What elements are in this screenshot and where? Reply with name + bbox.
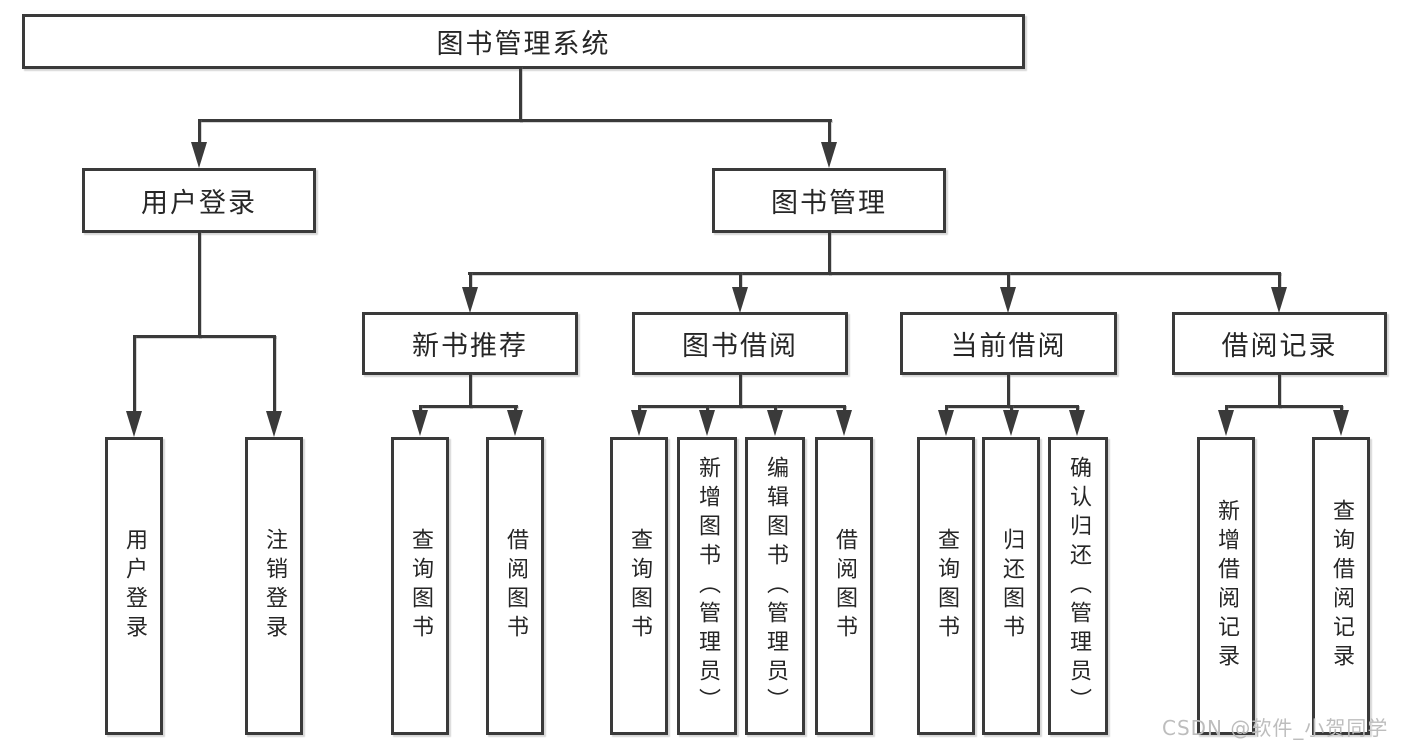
- connector-drop: [739, 272, 742, 289]
- leaf-add-borrow-record: 新增借阅记录: [1197, 437, 1255, 735]
- arrowhead-down-icon: [266, 411, 282, 437]
- node-new-book-recommendation: 新书推荐: [362, 312, 578, 375]
- leaf-logout: 注销登录: [245, 437, 303, 735]
- arrowhead-down-icon: [1271, 287, 1287, 313]
- node-book-borrowing: 图书借阅: [632, 312, 848, 375]
- arrowhead-down-icon: [1069, 410, 1085, 436]
- arrowhead-down-icon: [1003, 410, 1019, 436]
- arrowhead-down-icon: [767, 410, 783, 436]
- connector-stem: [739, 373, 742, 408]
- connector-root-stem: [519, 66, 522, 122]
- arrowhead-down-icon: [462, 287, 478, 313]
- node-label: 新书推荐: [412, 331, 528, 362]
- node-label: 当前借阅: [950, 331, 1067, 362]
- node-label: 图书管理: [771, 188, 887, 219]
- leaf-add-books-admin: 新增图书（管理员）: [677, 437, 737, 735]
- leaf-query-borrow-record: 查询借阅记录: [1312, 437, 1370, 735]
- node-library-management-system: 图书管理系统: [22, 14, 1025, 69]
- leaf-query-books-current: 查询图书: [917, 437, 975, 735]
- connector-book-mgmt-stem: [828, 230, 831, 275]
- connector-user-login-stem: [198, 231, 201, 338]
- arrowhead-down-icon: [732, 287, 748, 313]
- node-user-login: 用户登录: [82, 168, 316, 233]
- connector-stem: [469, 373, 472, 408]
- connector-bar: [638, 405, 846, 408]
- leaf-label: 借阅图书: [503, 528, 528, 644]
- leaf-label: 查询图书: [627, 528, 652, 644]
- leaf-label: 归还图书: [999, 528, 1024, 644]
- connector-user-login-bar: [133, 335, 276, 338]
- leaf-label: 查询借阅记录: [1329, 499, 1354, 673]
- arrowhead-down-icon: [1333, 410, 1349, 436]
- leaf-label: 确认归还（管理员）: [1066, 455, 1091, 717]
- arrowhead-down-icon: [699, 410, 715, 436]
- leaf-return-books: 归还图书: [982, 437, 1040, 735]
- arrowhead-down-icon: [1000, 287, 1016, 313]
- arrowhead-down-icon: [836, 410, 852, 436]
- arrowhead-down-icon: [126, 411, 142, 437]
- arrowhead-down-icon: [191, 142, 207, 168]
- connector-stem: [1278, 373, 1281, 408]
- connector-drop: [1278, 272, 1281, 289]
- connector-drop: [273, 335, 276, 413]
- leaf-query-books-recommend: 查询图书: [391, 437, 449, 735]
- leaf-query-books-borrowing: 查询图书: [610, 437, 668, 735]
- connector-drop: [828, 119, 831, 145]
- leaf-label: 查询图书: [408, 528, 433, 644]
- connector-drop: [198, 119, 201, 145]
- leaf-edit-books-admin: 编辑图书（管理员）: [745, 437, 805, 735]
- arrowhead-down-icon: [1218, 410, 1234, 436]
- connector-root-bar: [198, 119, 832, 122]
- connector-drop: [133, 335, 136, 413]
- leaf-label: 用户登录: [122, 528, 147, 644]
- node-current-borrowing: 当前借阅: [900, 312, 1117, 375]
- node-borrowing-records: 借阅记录: [1172, 312, 1387, 375]
- node-label: 借阅记录: [1221, 331, 1338, 362]
- connector-bar: [1225, 405, 1343, 408]
- node-label: 图书管理系统: [436, 29, 611, 60]
- leaf-user-login: 用户登录: [105, 437, 163, 735]
- node-book-management: 图书管理: [712, 168, 946, 233]
- arrowhead-down-icon: [412, 410, 428, 436]
- leaf-label: 借阅图书: [832, 528, 857, 644]
- arrowhead-down-icon: [507, 410, 523, 436]
- leaf-label: 新增图书（管理员）: [695, 455, 720, 717]
- node-label: 图书借阅: [682, 331, 798, 362]
- connector-drop: [1007, 272, 1010, 289]
- leaf-borrow-books-recommend: 借阅图书: [486, 437, 544, 735]
- node-label: 用户登录: [141, 188, 257, 219]
- leaf-label: 编辑图书（管理员）: [763, 455, 788, 717]
- leaf-confirm-return-admin: 确认归还（管理员）: [1048, 437, 1108, 735]
- watermark-text: CSDN @软件_小贺同学: [1162, 716, 1389, 740]
- leaf-borrow-books-borrowing: 借阅图书: [815, 437, 873, 735]
- arrowhead-down-icon: [938, 410, 954, 436]
- connector-drop: [469, 272, 472, 289]
- leaf-label: 注销登录: [262, 528, 287, 644]
- connector-stem: [1007, 373, 1010, 408]
- connector-book-mgmt-bar: [468, 272, 1281, 275]
- arrowhead-down-icon: [821, 142, 837, 168]
- arrowhead-down-icon: [631, 410, 647, 436]
- leaf-label: 查询图书: [934, 528, 959, 644]
- connector-bar: [419, 405, 518, 408]
- leaf-label: 新增借阅记录: [1214, 499, 1239, 673]
